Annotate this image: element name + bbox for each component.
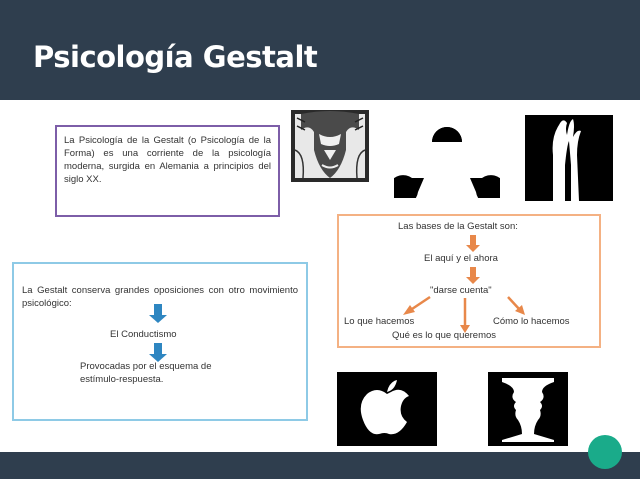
slide-title: Psicología Gestalt	[33, 40, 318, 74]
arrow-down-icon-head	[149, 315, 167, 323]
apple-logo-faces-image	[337, 372, 437, 446]
bases-arrows	[403, 235, 525, 333]
hand-tree-illusion-image	[525, 115, 613, 201]
oposicion-line-1: Provocadas por el esquema de	[80, 361, 212, 372]
bases-title: Las bases de la Gestalt son:	[398, 221, 518, 232]
bases-item-darse-cuenta: "darse cuenta"	[430, 285, 492, 296]
oposicion-line-2: estímulo-respuesta.	[80, 374, 164, 385]
title-bar	[0, 0, 640, 100]
bases-box	[337, 214, 601, 348]
arrow-down-icon	[154, 343, 162, 354]
arrow-down-icon	[460, 298, 470, 333]
conductismo-intro: La Gestalt conserva grandes oposiciones …	[22, 285, 298, 309]
rubin-vase-image	[488, 372, 568, 446]
arrow-down-icon	[466, 235, 480, 252]
bases-item-lo-que-hacemos: Lo que hacemos	[344, 316, 415, 327]
kanizsa-triangle-image	[394, 127, 500, 198]
arrow-down-icon-head	[149, 354, 167, 362]
arrow-down-icon	[154, 304, 162, 315]
bases-item-como-lo-hacemos: Cómo lo hacemos	[493, 316, 570, 327]
bases-item-aqui-ahora: El aquí y el ahora	[424, 253, 498, 264]
accent-circle	[588, 435, 622, 469]
bases-item-que-queremos: Qué es lo que queremos	[392, 330, 497, 341]
arrow-down-icon	[466, 267, 480, 284]
arrow-down-right-icon	[507, 296, 525, 315]
footer-bar	[0, 452, 640, 479]
intro-text: La Psicología de la Gestalt (o Psicologí…	[64, 135, 271, 185]
faces-vase-illusion-image	[291, 110, 369, 182]
conductismo-box: La Gestalt conserva grandes oposiciones …	[12, 262, 308, 421]
conductismo-label: El Conductismo	[110, 329, 177, 340]
intro-box: La Psicología de la Gestalt (o Psicologí…	[55, 125, 280, 217]
arrow-down-left-icon	[403, 295, 431, 315]
